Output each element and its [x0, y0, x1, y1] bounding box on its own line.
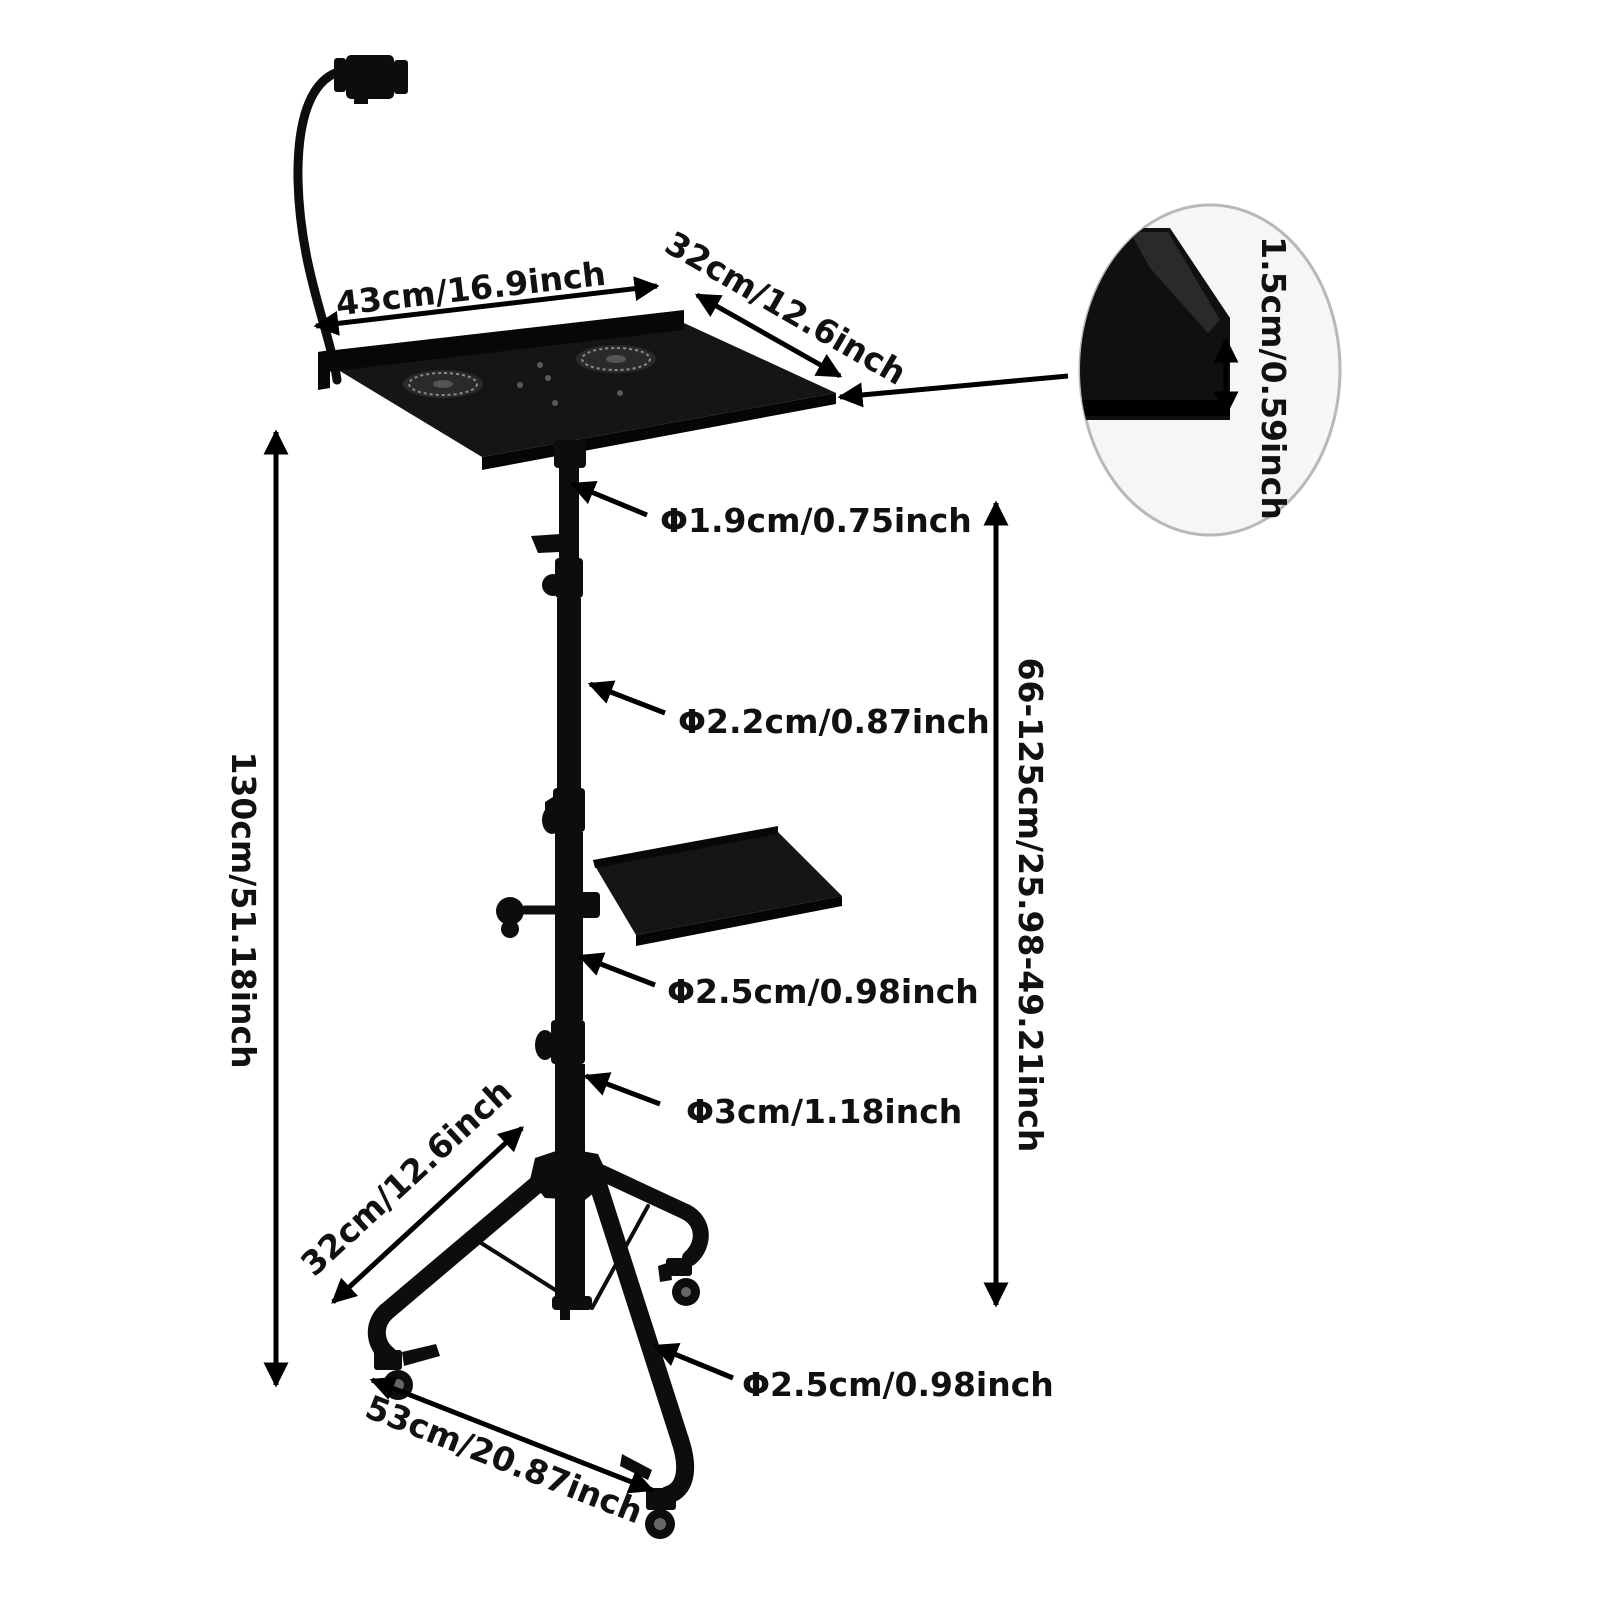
- caster-back: [658, 1258, 700, 1306]
- lip-zoom-detail: 1.5cm/0.59inch: [1078, 203, 1342, 537]
- tube-top-arrow: [569, 481, 648, 518]
- tube-top-label: Φ1.9cm/0.75inch: [660, 501, 972, 540]
- tube-bottom-arrow: [583, 1072, 661, 1107]
- phone-clamp: [334, 55, 408, 104]
- side-tray: [496, 826, 842, 946]
- tray-width-label: 43cm/16.9inch: [334, 254, 608, 323]
- base-depth-label: 32cm/12.6inch: [293, 1072, 519, 1284]
- tray-width-arrow: [313, 276, 660, 336]
- cooling-fan-left: [403, 370, 483, 398]
- dimension-lines: [263, 276, 1009, 1494]
- base-width-label: 53cm/20.87inch: [360, 1387, 648, 1531]
- overall-height-label: 130cm/51.18inch: [224, 751, 263, 1068]
- tube-upper-arrow: [587, 680, 666, 716]
- tray-depth-arrow: [694, 292, 843, 379]
- tube-middle-arrow: [577, 952, 656, 988]
- base-width-arrow: [369, 1376, 655, 1494]
- lip-height-label: 1.5cm/0.59inch: [1254, 236, 1293, 520]
- leg-tube-label: Φ2.5cm/0.98inch: [742, 1365, 1054, 1404]
- adjustable-height-label: 66-125cm/25.98-49.21inch: [1011, 658, 1050, 1153]
- zoom-pointer-arrow: [837, 373, 1069, 408]
- tube-bottom-label: Φ3cm/1.18inch: [686, 1092, 962, 1131]
- cooling-fan-right: [576, 345, 656, 373]
- base-depth-arrow: [331, 1126, 524, 1304]
- tube-upper-label: Φ2.2cm/0.87inch: [678, 702, 990, 741]
- leg-tube-arrow: [652, 1342, 734, 1381]
- tube-middle-label: Φ2.5cm/0.98inch: [667, 972, 979, 1011]
- height-lock-knobs: [531, 534, 564, 1060]
- gooseneck-arm: [293, 67, 343, 385]
